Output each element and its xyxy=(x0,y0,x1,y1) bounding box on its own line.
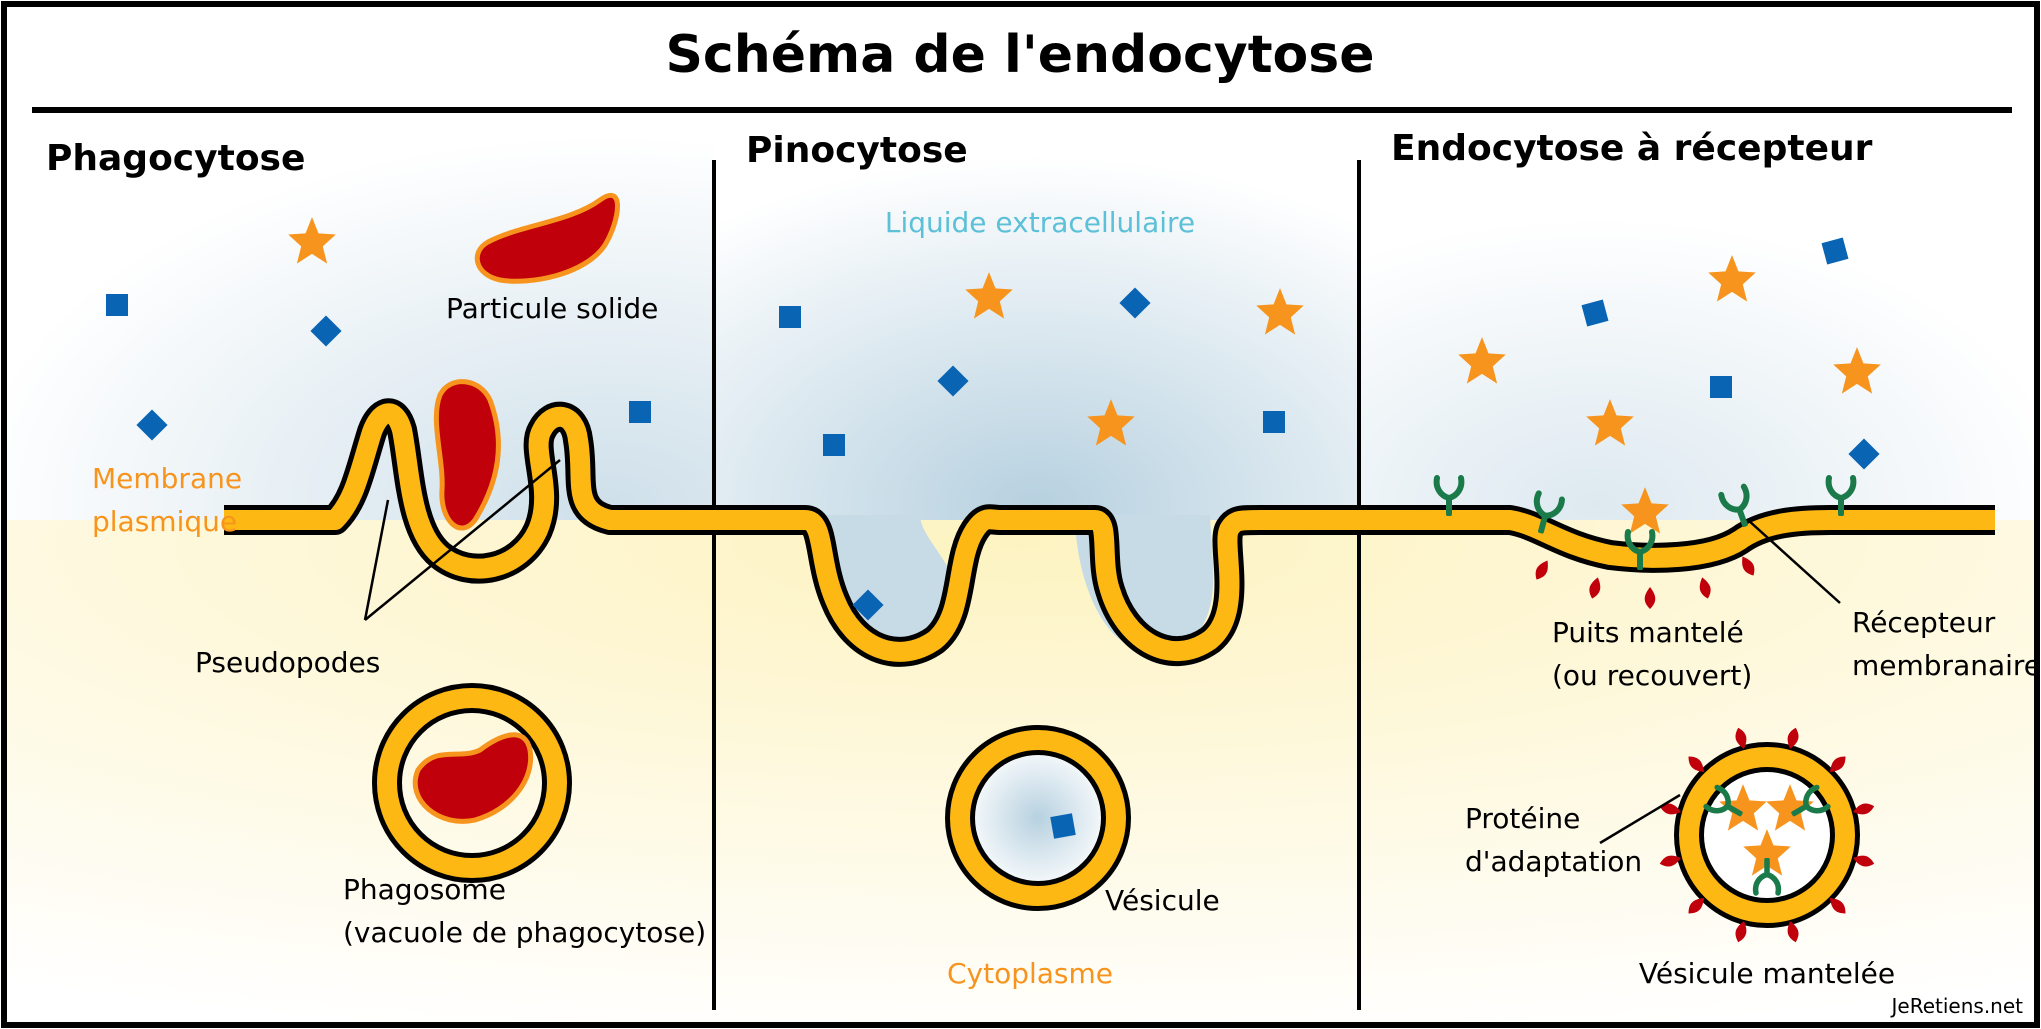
label-pseudopodes: Pseudopodes xyxy=(195,646,380,679)
pseudopode-leader xyxy=(363,499,390,621)
square-icon xyxy=(1050,813,1076,839)
panel-title-endocytose-recepteur: Endocytose à récepteur xyxy=(1391,128,1873,169)
label-membrane-line2: plasmique xyxy=(92,505,237,538)
pinocytosis-vesicle xyxy=(945,725,1131,911)
square-icon xyxy=(1581,299,1609,327)
label-proteine-line1: Protéine xyxy=(1465,802,1580,835)
receptor-leader xyxy=(1747,519,1841,604)
label-puits-line2: (ou recouvert) xyxy=(1552,659,1752,692)
square-icon xyxy=(629,401,651,423)
phagosome xyxy=(372,683,572,883)
label-membrane-line1: Membrane xyxy=(92,462,242,495)
diamond-icon xyxy=(1848,438,1880,470)
label-vesicule-mantelee: Vésicule mantelée xyxy=(1639,957,1895,990)
label-vesicule: Vésicule xyxy=(1105,884,1220,917)
label-recepteur-line1: Récepteur xyxy=(1852,606,1996,639)
extracellular-area-right xyxy=(1359,115,2037,525)
square-icon xyxy=(1821,237,1849,265)
extracellular-area-middle xyxy=(714,115,1359,525)
square-icon xyxy=(779,306,801,328)
square-icon xyxy=(106,294,128,316)
engulfed-particle xyxy=(433,379,501,531)
label-cytoplasme: Cytoplasme xyxy=(947,957,1113,990)
panel-title-pinocytose: Pinocytose xyxy=(746,130,968,171)
label-phagosome-line1: Phagosome xyxy=(343,873,506,906)
diamond-icon xyxy=(136,409,168,441)
square-icon xyxy=(1710,376,1732,398)
label-puits-line1: Puits mantelé xyxy=(1552,616,1744,649)
diamond-icon xyxy=(937,365,969,397)
solid-particle xyxy=(474,192,620,284)
square-icon xyxy=(823,434,845,456)
diamond-icon xyxy=(1119,287,1151,319)
phagosome-particle xyxy=(412,732,534,824)
diamond-icon xyxy=(310,315,342,347)
label-liquide-extracellulaire: Liquide extracellulaire xyxy=(885,206,1195,239)
label-proteine-line2: d'adaptation xyxy=(1465,845,1642,878)
leader-lines xyxy=(363,459,1841,845)
pseudopode-leader xyxy=(364,459,561,621)
credit-text: JeRetiens.net xyxy=(1890,994,2024,1018)
square-icon xyxy=(1263,411,1285,433)
plasma-membrane xyxy=(224,398,1995,667)
label-particule-solide: Particule solide xyxy=(446,292,658,325)
panel-title-phagocytose: Phagocytose xyxy=(46,138,305,179)
label-recepteur-line2: membranaire xyxy=(1852,649,2041,682)
page-title: Schéma de l'endocytose xyxy=(665,25,1374,85)
label-phagosome-line2: (vacuole de phagocytose) xyxy=(343,916,706,949)
adaptation-protein-leader xyxy=(1599,793,1681,845)
